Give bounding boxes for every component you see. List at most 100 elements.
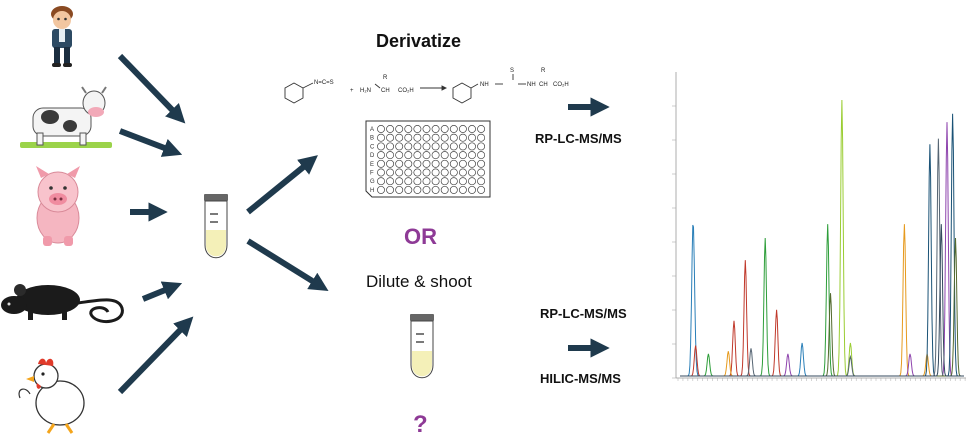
plate-well (413, 185, 422, 194)
plate-row-label: E (370, 162, 374, 168)
plate-well (386, 168, 395, 177)
plate-well (449, 151, 458, 160)
or-label: OR (404, 224, 437, 249)
benzene-ring-reagent (284, 82, 304, 104)
derivatize-label: Derivatize (376, 31, 461, 51)
plate-row-label: B (370, 136, 374, 142)
plate-wells (377, 125, 486, 194)
r-group-1: R (383, 75, 388, 81)
nh-label-b: NH (527, 82, 536, 88)
chromatogram-trace (680, 224, 964, 377)
dilute-shoot-label: Dilute & shoot (366, 272, 472, 291)
plate-well (468, 177, 476, 186)
plate-row-label: A (370, 127, 374, 133)
chromatogram-trace (680, 122, 964, 377)
chromatogram-trace (680, 224, 964, 377)
plate-well (377, 133, 385, 142)
plate-well (404, 125, 413, 133)
ch-label-2: CH (539, 82, 548, 88)
plate-well (431, 133, 440, 142)
arrow-to-dilute (246, 238, 329, 292)
plate-well (422, 125, 431, 133)
arrow-cow (118, 128, 183, 157)
plate-well (386, 151, 395, 160)
plate-well (449, 185, 458, 194)
plate-well (440, 168, 449, 177)
rp-lc-msms-bottom-label: RP-LC-MS/MS (540, 306, 627, 321)
plate-well (404, 185, 413, 194)
plate-well (422, 142, 431, 151)
plate-well (413, 133, 422, 142)
ch-label-1: CH (381, 88, 390, 94)
nh-label-a: NH (480, 82, 489, 88)
plate-well (413, 125, 422, 133)
plate-well (458, 133, 467, 142)
plate-well (440, 142, 449, 151)
rat-icon (1, 284, 124, 324)
plate-well (377, 142, 385, 151)
plate-well (468, 125, 476, 133)
plate-well (458, 125, 467, 133)
arrow-person (117, 53, 186, 124)
plate-well (440, 185, 449, 194)
plate-well (458, 185, 467, 194)
carboxyl-label-2: CO₂H (553, 82, 569, 88)
arrow-chicken (117, 316, 194, 395)
chromatogram-trace (680, 99, 964, 377)
question-mark: ? (413, 411, 428, 438)
plate-well (449, 133, 458, 142)
plate-well (413, 159, 422, 168)
plate-well (458, 168, 467, 177)
plate-well (449, 125, 458, 133)
chicken-icon (18, 358, 85, 434)
plate-well (413, 151, 422, 160)
chromatogram (672, 72, 966, 381)
plate-well (377, 177, 385, 186)
thio-s-label: S (510, 68, 514, 74)
plate-well (477, 133, 486, 142)
plate-well (458, 142, 467, 151)
plate-well (377, 151, 385, 160)
plate-well (468, 159, 476, 168)
plate-well (404, 133, 413, 142)
plate-well (440, 125, 449, 133)
benzene-ring-product (452, 82, 472, 104)
plate-well (395, 125, 404, 133)
plate-well (449, 177, 458, 186)
chromatogram-trace (680, 237, 964, 377)
plate-well (395, 159, 404, 168)
plate-well (431, 125, 440, 133)
plate-row-label: F (370, 171, 374, 177)
plate-well (422, 185, 431, 194)
plate-row-label: H (370, 188, 374, 194)
plate-well (386, 125, 395, 133)
reaction-scheme (284, 74, 526, 104)
plate-well (477, 142, 486, 151)
plate-well (468, 151, 476, 160)
plate-well (404, 142, 413, 151)
plate-well (395, 151, 404, 160)
plate-well (468, 142, 476, 151)
plate-well (440, 159, 449, 168)
plate-well (413, 142, 422, 151)
plate-well (395, 185, 404, 194)
plate-well (431, 151, 440, 160)
sample-tube-main (204, 194, 228, 259)
sample-tube-dilute (410, 314, 434, 379)
plate-well (468, 185, 476, 194)
plate-well (468, 168, 476, 177)
plate-well (477, 159, 486, 168)
plate-well (431, 168, 440, 177)
plate-well (422, 133, 431, 142)
plate-well (422, 177, 431, 186)
rp-lc-msms-top-label: RP-LC-MS/MS (535, 131, 622, 146)
plate-well (395, 168, 404, 177)
plate-well (449, 142, 458, 151)
plate-well (386, 159, 395, 168)
plate-well (449, 168, 458, 177)
plate-well (377, 185, 385, 194)
plate-well (413, 177, 422, 186)
plate-well (477, 168, 486, 177)
plate-well (477, 151, 486, 160)
